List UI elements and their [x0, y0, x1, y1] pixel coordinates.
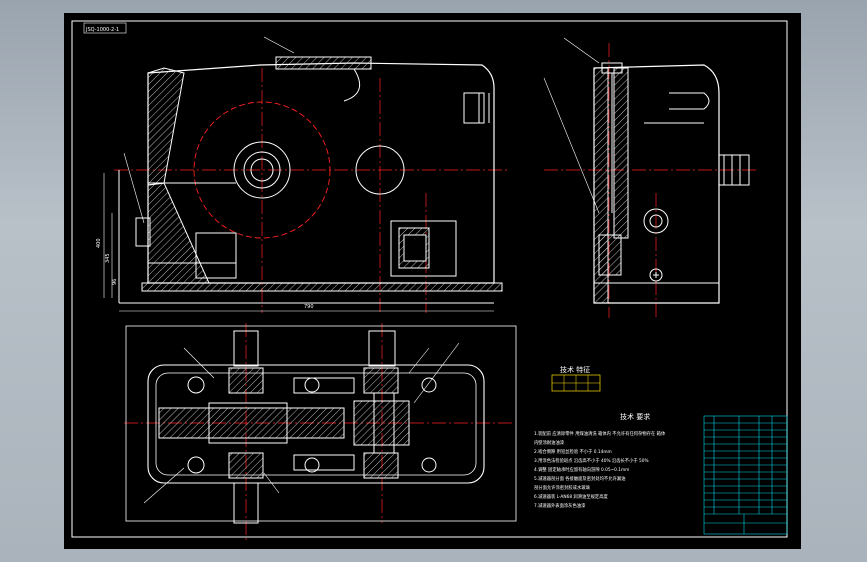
- cad-drawing: JSQ-1000-2-1: [71, 20, 788, 543]
- top-view: [124, 323, 517, 543]
- gear-pitch-circle: [193, 101, 331, 239]
- tech-req-line: 3.用涂色法检验斑点 沿齿高不小于 40% 沿齿长不小于 50%: [534, 457, 649, 464]
- dim-height-c: 96: [112, 279, 118, 285]
- tech-req-line: 4.调整 固定轴承时应留有轴向游隙 0.05~0.1mm: [534, 466, 629, 473]
- inspection-cover: [275, 56, 372, 70]
- tech-spec: 技术 特征: [551, 365, 601, 392]
- tech-spec-title: 技术 特征: [560, 365, 590, 374]
- tech-req-line: 7.减速器外表面涂灰色油漆: [534, 502, 586, 509]
- tech-req-line: 6.减速器装 L-AN68 润滑油至规定高度: [534, 493, 608, 500]
- tech-req-line: 剖分面允许涂密封胶或水玻璃: [534, 484, 591, 491]
- drawing-frame: [71, 20, 788, 538]
- tech-req-line: 5.减速器剖分面 各接触面及密封处均不允许漏油: [534, 475, 625, 482]
- title-id-box: [83, 22, 127, 34]
- tech-req-line: 2.啮合侧隙 用铅丝检验 不小于 0.14mm: [534, 448, 612, 455]
- side-view: [543, 37, 759, 318]
- title-id-text: JSQ-1000-2-1: [85, 27, 119, 33]
- dim-height-b: 345: [105, 253, 111, 263]
- dim-overall-length: 790: [304, 304, 314, 310]
- drawing-viewport[interactable]: JSQ-1000-2-1: [64, 13, 801, 549]
- tech-req-line: 1.装配前 应清除零件 用煤油清洗 箱体内 不允许有任何杂物存在 箱体: [534, 430, 666, 437]
- tech-req-title: 技术 要求: [620, 412, 650, 421]
- tech-req-line: 内壁涂耐油油漆: [534, 439, 565, 446]
- dim-height-a: 400: [96, 238, 102, 248]
- front-view: [103, 36, 509, 313]
- tech-requirements: 技术 要求 1.装配前 应清除零件 用煤油清洗 箱体内 不允许有任何杂物存在 箱…: [534, 412, 666, 509]
- parts-list: [703, 415, 788, 535]
